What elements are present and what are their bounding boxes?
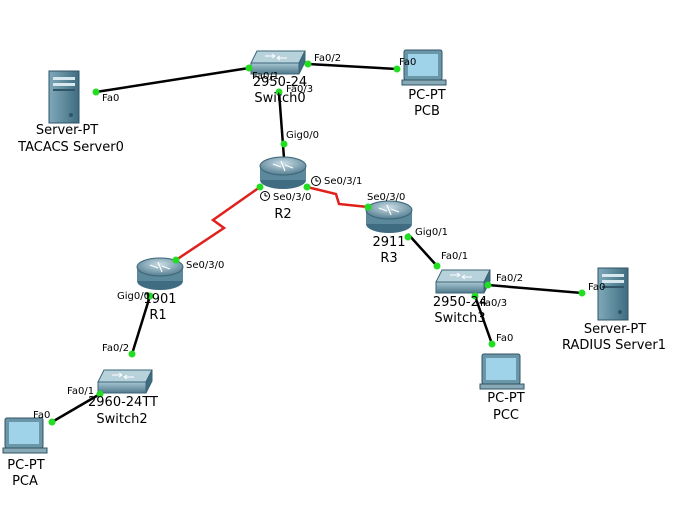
device-labels: Server-PT TACACS Server0 2950-24 Switch0… <box>7 75 666 489</box>
port-up-indicator <box>172 256 180 264</box>
device-name-label: RADIUS Server1 <box>562 338 666 353</box>
switch-icon[interactable] <box>435 269 491 294</box>
port-up-indicator <box>128 350 136 358</box>
port-up-indicator <box>484 281 492 289</box>
device-name-label: Switch2 <box>96 412 147 427</box>
port-label: Fa0/1 <box>252 71 279 82</box>
router-icon[interactable] <box>365 200 413 233</box>
port-label: Fa0 <box>102 93 119 104</box>
pc-icon[interactable] <box>479 353 525 390</box>
port-up-indicator <box>304 60 312 68</box>
device-type-label: Server-PT <box>36 123 98 138</box>
port-label: Gig0/0 <box>286 130 319 141</box>
pc-icon[interactable] <box>2 417 48 454</box>
port-up-indicator <box>96 390 104 398</box>
device-name-label: Switch3 <box>434 311 485 326</box>
port-label: Gig0/0 <box>117 291 150 302</box>
clock-icon <box>260 191 270 201</box>
port-label: Fa0 <box>33 410 50 421</box>
port-label: Fa0/1 <box>441 251 468 262</box>
device-type-label: Server-PT <box>584 322 646 337</box>
port-label: Fa0/2 <box>102 343 129 354</box>
port-label: Fa0/2 <box>314 53 341 64</box>
port-up-indicator <box>92 88 100 96</box>
clock-icon <box>311 176 321 186</box>
port-label: Fa0/1 <box>67 386 94 397</box>
device-model-label: 2911 <box>372 235 405 250</box>
device-type-label: PC-PT <box>7 458 44 473</box>
port-up-indicator <box>433 262 441 270</box>
port-up-indicator <box>245 64 253 72</box>
link-switch0-pcb[interactable] <box>307 62 398 71</box>
port-label: Se0/3/0 <box>367 192 405 203</box>
router-icon[interactable] <box>259 156 307 189</box>
server-icon[interactable] <box>48 70 80 124</box>
port-up-indicator <box>303 183 311 191</box>
port-up-indicator <box>578 289 586 297</box>
device-name-label: PCA <box>12 474 38 489</box>
port-up-indicator <box>146 292 154 300</box>
device-name-label: TACACS Server0 <box>17 140 124 155</box>
link-r1-switch2[interactable] <box>130 295 152 355</box>
port-up-indicator <box>488 340 496 348</box>
port-label: Fa0/3 <box>286 84 313 95</box>
port-up-indicator <box>280 140 288 148</box>
port-label: Fa0 <box>496 333 513 344</box>
device-model-label: 1901 <box>143 292 176 307</box>
device-name-label: PCC <box>493 408 519 423</box>
port-label: Se0/3/0 <box>186 260 224 271</box>
port-label: Fa0/3 <box>480 298 507 309</box>
port-up-indicator <box>393 65 401 73</box>
port-up-indicator <box>48 418 56 426</box>
device-name-label: R3 <box>380 251 397 266</box>
link-r2-r3-serial[interactable] <box>306 185 369 209</box>
server-icon[interactable] <box>597 267 629 321</box>
port-labels: Fa0 Fa0/1 Fa0/2 Fa0/3 Fa0 Gig0/0 Se0/3/0… <box>33 53 605 421</box>
link-switch3-radius[interactable] <box>487 283 583 295</box>
link-tacacs-switch0[interactable] <box>95 66 250 94</box>
port-up-indicator <box>364 203 372 211</box>
port-label: Fa0 <box>588 282 605 293</box>
device-name-label: R2 <box>274 207 291 222</box>
port-status-dots <box>48 60 586 426</box>
device-name-label: Switch0 <box>254 91 305 106</box>
port-label: Se0/3/1 <box>324 176 362 187</box>
device-name-label: PCB <box>414 104 440 119</box>
port-label: Fa0 <box>399 57 416 68</box>
port-up-indicator <box>404 233 412 241</box>
device-model-label: 2950-24 <box>253 75 307 90</box>
port-up-indicator <box>256 183 264 191</box>
port-label: Se0/3/0 <box>273 192 311 203</box>
router-icon[interactable] <box>136 257 184 290</box>
device-type-label: PC-PT <box>408 88 445 103</box>
device-model-label: 2960-24TT <box>88 395 158 410</box>
link-switch2-pca[interactable] <box>51 392 101 424</box>
link-switch3-pcc[interactable] <box>473 295 494 345</box>
pc-icon[interactable] <box>401 49 447 86</box>
device-model-label: 2950-24 <box>433 295 487 310</box>
switch-icon[interactable] <box>97 369 153 394</box>
device-type-label: PC-PT <box>487 391 524 406</box>
links <box>51 62 583 424</box>
port-label: Gig0/1 <box>415 227 448 238</box>
device-name-label: R1 <box>149 308 166 323</box>
port-up-indicator <box>471 292 479 300</box>
link-r2-r1-serial[interactable] <box>175 185 261 262</box>
port-label: Fa0/2 <box>496 273 523 284</box>
link-r3-switch3[interactable] <box>407 233 438 267</box>
port-up-indicator <box>275 88 283 96</box>
